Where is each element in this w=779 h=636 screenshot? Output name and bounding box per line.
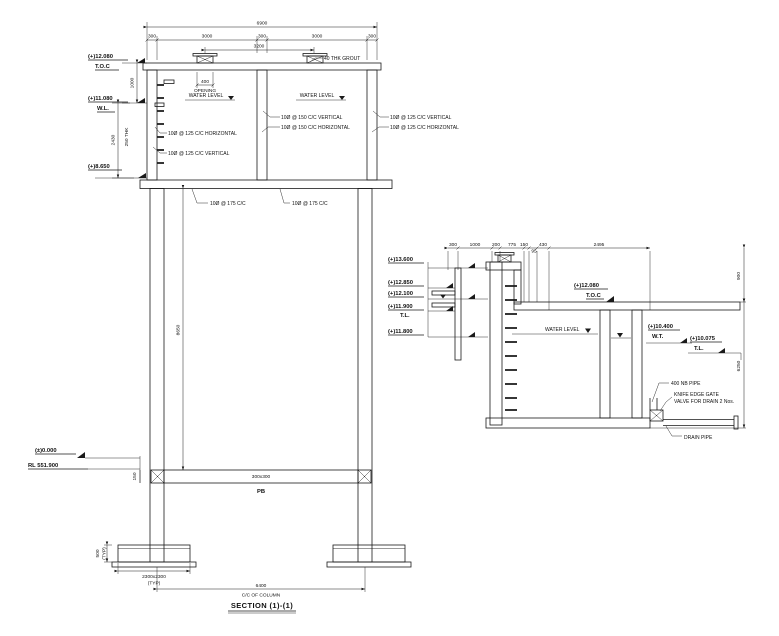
level-wl-value: (+)11.080 xyxy=(88,96,113,102)
level-soffit-value: (+)8.650 xyxy=(88,164,110,170)
beam-tag: PB xyxy=(257,489,265,495)
col-cc-label: C/C OF COLUMN xyxy=(242,593,281,599)
pipe-note: 400 NB PIPE xyxy=(671,381,701,387)
rebar-slab-2: 10Ø @ 175 C/C xyxy=(292,201,328,207)
top-dimensions: 6900 300 3000 300 3000 300 3200 xyxy=(143,21,379,60)
detail-structure xyxy=(431,252,741,429)
dim-pads: 3200 xyxy=(254,44,265,50)
detail-level-4: (+)11.900 xyxy=(388,304,413,310)
dim-footing-depth: 500 xyxy=(95,549,101,557)
detail-level-3: (+)12.100 xyxy=(388,291,413,297)
detail-level-4-tag: T.L. xyxy=(400,313,410,319)
grout-note-label: 40 THK GROUT xyxy=(324,56,360,62)
level-wl: (+)11.080 W.L. xyxy=(88,96,147,113)
rebar-slab-1: 10Ø @ 175 C/C xyxy=(210,201,246,207)
detail-dim-5: 150 xyxy=(520,242,528,248)
dim-overall: 6900 xyxy=(257,21,268,27)
valve-note-line1: KNIFE EDGE GATE xyxy=(674,392,720,398)
rebar-left-h: 10Ø @ 125 C/C HORIZONTAL xyxy=(168,131,237,137)
rebar-mid-h: 10Ø @ 150 C/C HORIZONTAL xyxy=(281,125,350,131)
rebar-right-v: 10Ø @ 125 C/C VERTICAL xyxy=(390,115,452,121)
opening-label: OPENING xyxy=(194,88,216,94)
detail-level-5: (+)11.800 xyxy=(388,329,413,335)
detail-tl-value: (+)10.075 xyxy=(690,336,716,342)
dim-seg5: 300 xyxy=(368,34,376,40)
roof-opening: 400 OPENING xyxy=(194,72,216,94)
water-level-right-label: WATER LEVEL xyxy=(300,93,335,99)
rebar-callouts: 10Ø @ 150 C/C VERTICAL 10Ø @ 150 C/C HOR… xyxy=(152,110,459,207)
detail-toc-value: (+)12.080 xyxy=(574,283,599,289)
detail-dim-right-height: 6250 xyxy=(736,360,742,371)
main-section: 300x300 PB 6900 300 3000 300 3000 300 xyxy=(28,21,459,614)
rebar-left-v: 10Ø @ 125 C/C VERTICAL xyxy=(168,151,230,157)
dim-col-height: 8650 xyxy=(176,324,182,335)
footing-depth-typ: (TYP) xyxy=(102,547,108,560)
column-height-dim: 8650 xyxy=(176,185,185,470)
valve-note-line2: VALVE FOR DRAIN 2 Nos. xyxy=(674,399,734,405)
level-toc: (+)12.080 T.O.C xyxy=(88,54,147,71)
detail-dim-6: 95 xyxy=(531,249,537,255)
detail-level-2: (+)12.850 xyxy=(388,280,413,286)
detail-top-dimensions: 300 1000 200 775 150 95 430 2495 xyxy=(444,242,651,310)
left-dimensions: 1000 2430 250 THK xyxy=(111,59,139,179)
footing-dimensions: 500 (TYP) 2300x2300 (TYP) 6400 C/C OF CO… xyxy=(95,541,366,599)
detail-dim-1: 300 xyxy=(449,242,457,248)
detail-dim-3: 200 xyxy=(492,242,500,248)
dim-col-cc: 6400 xyxy=(256,583,267,589)
opening-width: 400 xyxy=(201,79,209,85)
rebar-mid-v: 10Ø @ 150 C/C VERTICAL xyxy=(281,115,343,121)
wall-thickness-note: 250 THK xyxy=(124,127,130,147)
water-level-left: WATER LEVEL xyxy=(185,93,235,101)
detail-dim-8: 2495 xyxy=(594,242,605,248)
footing-plan-size: 2300x2300 xyxy=(142,574,166,580)
level-soffit: (+)8.650 xyxy=(88,164,147,179)
detail-wt-tag: W.T. xyxy=(652,334,664,340)
dim-toc-wl: 1000 xyxy=(130,77,136,88)
dim-seg3: 300 xyxy=(258,34,266,40)
tank-bottom-slab xyxy=(139,179,393,189)
drain-pipe-note: DRAIN PIPE xyxy=(684,435,713,441)
drain-assembly: 400 NB PIPE KNIFE EDGE GATE VALVE FOR DR… xyxy=(649,381,739,441)
water-level-left-label: WATER LEVEL xyxy=(189,93,224,99)
detail-dim-4: 775 xyxy=(508,242,516,248)
drain-detail: 300 1000 200 775 150 95 430 2495 (+)13.6… xyxy=(388,242,746,441)
grout-note: 40 THK GROUT xyxy=(309,56,360,63)
level-rl: RL 551.900 xyxy=(28,463,58,469)
section-title: SECTION (1)-(1) xyxy=(231,601,293,610)
dim-seg4: 3000 xyxy=(312,34,323,40)
rebar-right-h: 10Ø @ 125 C/C HORIZONTAL xyxy=(390,125,459,131)
detail-water-level: WATER LEVEL xyxy=(512,327,631,339)
plinth-beam: 300x300 PB xyxy=(150,469,372,495)
detail-toc: (+)12.080 T.O.C xyxy=(574,283,614,302)
detail-tl-tag: T.L. xyxy=(694,346,704,352)
detail-dim-7: 430 xyxy=(539,242,547,248)
detail-right-levels: (+)10.400 W.T. (+)10.075 T.L. xyxy=(646,324,742,360)
detail-level-1: (+)13.600 xyxy=(388,257,413,263)
level-toc-value: (+)12.080 xyxy=(88,54,113,60)
detail-dim-right-top: 900 xyxy=(736,272,742,280)
level-toc-tag: T.O.C xyxy=(95,64,111,70)
detail-dim-2: 1000 xyxy=(470,242,481,248)
footings xyxy=(111,544,412,568)
level-wl-tag: W.L. xyxy=(97,106,109,112)
ground-levels: (±)0.000 RL 551.900 150 xyxy=(28,448,141,483)
water-level-right: WATER LEVEL xyxy=(296,93,346,101)
dim-seg2: 3000 xyxy=(202,34,213,40)
detail-water-level-label: WATER LEVEL xyxy=(545,327,580,333)
footing-plan-typ: (TYP) xyxy=(148,581,161,587)
detail-wt-value: (+)10.400 xyxy=(648,324,673,330)
beam-size-label: 300x300 xyxy=(252,474,271,480)
dim-seg1: 300 xyxy=(148,34,156,40)
dim-beam-offset: 150 xyxy=(132,472,138,480)
columns xyxy=(149,188,373,563)
detail-left-levels: (+)13.600 (+)12.850 (+)12.100 (+)11.900 … xyxy=(388,257,488,338)
drawing-title: SECTION (1)-(1) xyxy=(228,601,296,614)
detail-right-dims: 900 6250 xyxy=(650,244,746,429)
level-zero: (±)0.000 xyxy=(35,448,57,454)
dim-wl-soffit: 2430 xyxy=(111,134,117,145)
detail-toc-tag: T.O.C xyxy=(586,293,602,299)
